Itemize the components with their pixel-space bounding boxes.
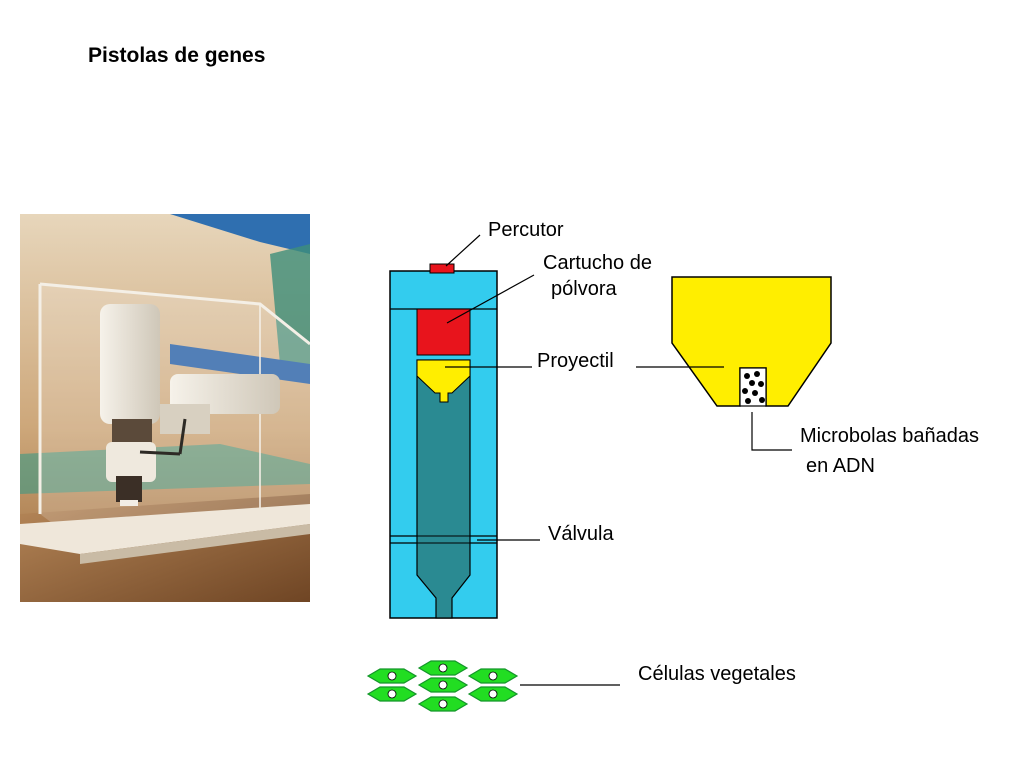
plant-cells [366,660,519,712]
label-valvula: Válvula [548,523,614,545]
projectile-enlarged [671,276,832,407]
label-cartucho-line2: pólvora [551,278,617,300]
label-microbolas-line2: en ADN [806,455,875,477]
label-percutor: Percutor [488,219,564,241]
slide-title: Pistolas de genes [88,44,266,67]
label-celulas: Células vegetales [638,663,796,685]
powder-cartridge [416,308,471,356]
gene-gun-photo [20,214,310,602]
projectile [416,359,471,403]
firing-pin [429,263,455,274]
dna-coated-microbeads [742,371,765,404]
label-cartucho-line1: Cartucho de [543,252,652,274]
label-proyectil: Proyectil [537,350,614,372]
leader-lines [445,234,792,686]
label-microbolas-line1: Microbolas bañadas [800,425,979,447]
